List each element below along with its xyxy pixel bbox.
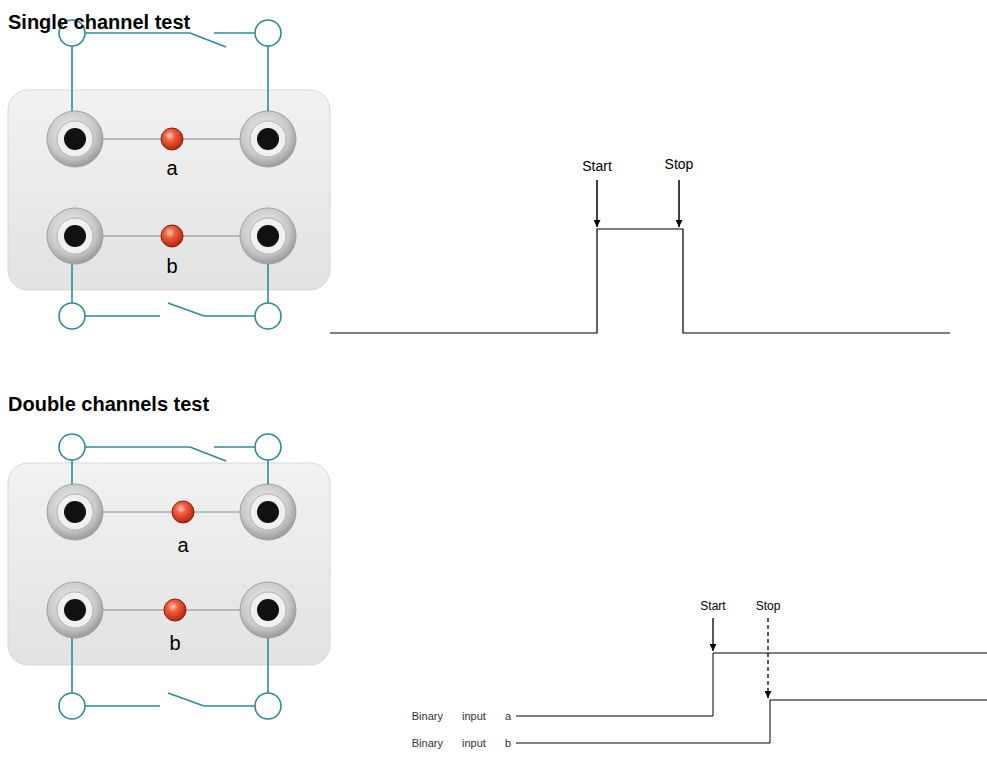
switch-contact	[255, 693, 281, 719]
terminal-ring	[240, 208, 296, 264]
terminal-socket	[64, 225, 86, 247]
lead-wire	[267, 460, 269, 484]
switch-symbol	[59, 303, 281, 329]
led-indicator	[161, 225, 183, 247]
switch-wire	[214, 446, 255, 448]
terminal-ring	[47, 484, 103, 540]
terminal-ring	[57, 218, 93, 254]
event-label: Stop	[756, 600, 781, 613]
switch-contact	[59, 434, 85, 460]
signal-name: Binary input b	[412, 737, 511, 749]
switch-contact	[255, 434, 281, 460]
terminal-ring	[250, 494, 286, 530]
terminal-ring	[57, 592, 93, 628]
internal-wire	[183, 138, 240, 139]
switch-contact	[255, 303, 281, 329]
switch-contact	[255, 20, 281, 46]
lead-wire	[71, 638, 73, 693]
led-indicator	[161, 128, 183, 150]
lead-wire	[71, 46, 73, 111]
internal-wire	[103, 609, 164, 610]
led-indicator	[172, 501, 194, 523]
terminal-ring	[57, 121, 93, 157]
channel-b-waveform	[516, 700, 987, 743]
event-label: Stop	[665, 157, 694, 172]
channel-letter: a	[166, 157, 177, 179]
terminal-socket	[257, 225, 279, 247]
lead-wire	[267, 638, 269, 693]
terminal-socket	[257, 501, 279, 523]
terminal-ring	[240, 484, 296, 540]
terminal-ring	[240, 111, 296, 167]
switch-wire	[214, 32, 255, 34]
event-label: Start	[700, 600, 725, 613]
internal-wire	[103, 511, 172, 512]
switch-symbol	[59, 693, 281, 719]
internal-wire	[183, 235, 240, 236]
terminal-ring	[250, 121, 286, 157]
start-arrow	[596, 180, 598, 227]
channel-letter: b	[169, 632, 180, 654]
internal-wire	[194, 511, 240, 512]
channel-letter: b	[166, 255, 177, 277]
terminal-ring	[47, 582, 103, 638]
lead-wire	[267, 264, 269, 303]
channel-letter: a	[177, 534, 188, 556]
switch-symbol	[59, 434, 281, 461]
terminal-ring	[47, 208, 103, 264]
terminal-socket	[64, 501, 86, 523]
stop-arrow	[678, 180, 680, 227]
led-indicator	[164, 599, 186, 621]
lead-wire	[267, 46, 269, 111]
terminal-socket	[257, 599, 279, 621]
panel-heading: Double channels test	[8, 393, 209, 415]
switch-contact	[59, 303, 85, 329]
start-arrow	[712, 618, 713, 651]
switch-blade	[190, 33, 226, 47]
terminal-socket	[64, 128, 86, 150]
channel-a-waveform	[516, 653, 987, 716]
switch-blade	[190, 447, 226, 461]
terminal-socket	[64, 599, 86, 621]
terminal-ring	[250, 218, 286, 254]
switch-blade	[168, 303, 204, 316]
pulse-waveform	[330, 229, 950, 333]
switch-wire	[204, 315, 255, 317]
switch-wire	[85, 446, 190, 448]
switch-wire	[85, 315, 160, 317]
internal-wire	[186, 609, 240, 610]
panel-heading: Single channel test	[8, 11, 190, 33]
terminal-ring	[47, 111, 103, 167]
internal-wire	[103, 138, 161, 139]
event-label: Start	[582, 159, 612, 174]
terminal-plate	[8, 463, 330, 665]
lead-wire	[71, 264, 73, 303]
switch-wire	[85, 705, 160, 707]
switch-contact	[59, 693, 85, 719]
signal-name: Binary input a	[412, 710, 511, 722]
terminal-ring	[250, 592, 286, 628]
terminal-ring	[57, 494, 93, 530]
terminal-plate	[8, 90, 330, 290]
terminal-socket	[257, 128, 279, 150]
stop-arrow	[767, 618, 768, 698]
internal-wire	[103, 235, 161, 236]
terminal-ring	[240, 582, 296, 638]
switch-blade	[168, 693, 204, 706]
switch-wire	[204, 705, 255, 707]
lead-wire	[71, 460, 73, 484]
